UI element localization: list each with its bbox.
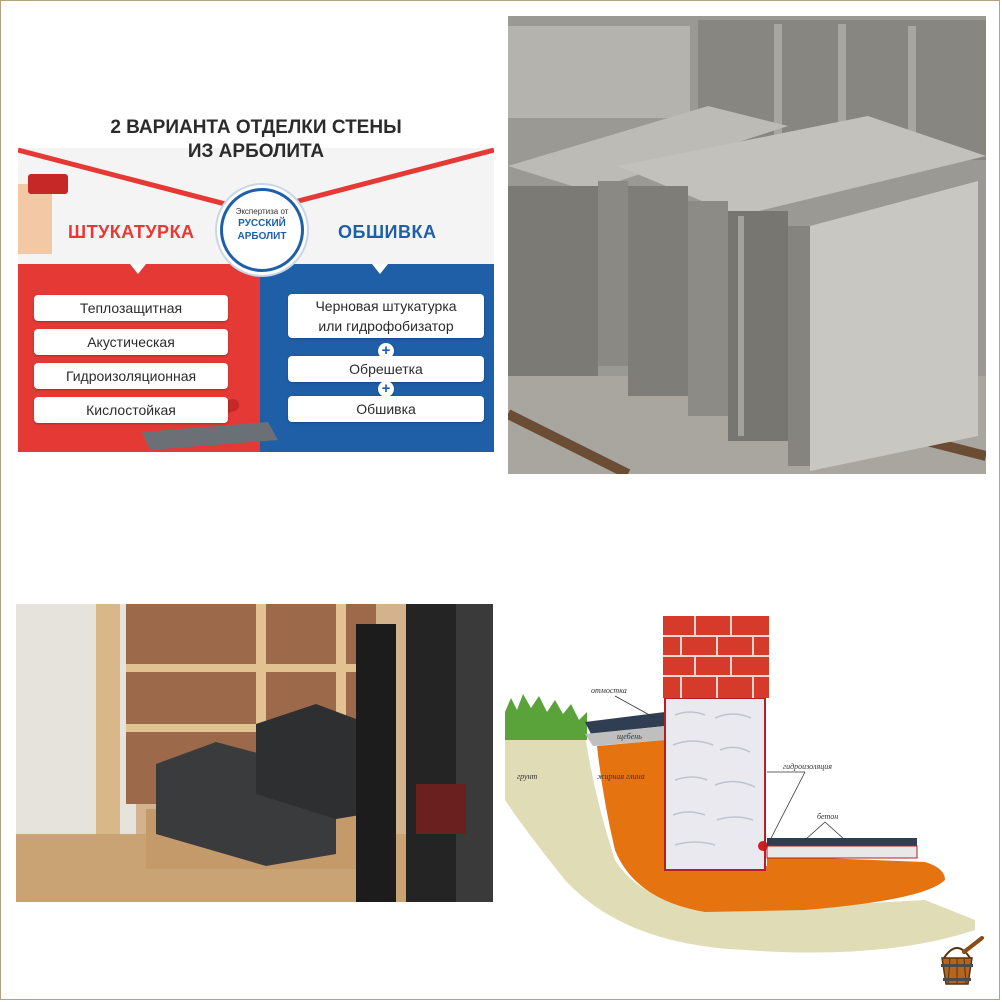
plus-icon: + xyxy=(378,343,394,359)
badge-brand-line-1: РУССКИЙ xyxy=(238,218,286,229)
label-blind-area: отмостка xyxy=(591,686,627,695)
hand-with-float-icon xyxy=(18,174,68,254)
cladding-item-base-coat-line-2: или гидрофобизатор xyxy=(318,318,454,334)
label-crushed-stone: щебень xyxy=(617,732,642,741)
badge-caption: Экспертиза от xyxy=(235,207,289,216)
foundation-cross-section xyxy=(505,616,975,953)
plaster-item-acid-resistant: Кислостойкая xyxy=(34,397,228,423)
arbolite-blocks-photo xyxy=(508,16,986,474)
badge-brand-line-2: АРБОЛИТ xyxy=(237,231,287,242)
sauna-bucket-icon xyxy=(941,936,984,985)
title-line-1: 2 ВАРИАНТА ОТДЕЛКИ СТЕНЫ xyxy=(110,117,402,138)
heading-plaster: ШТУКАТУРКА xyxy=(68,222,195,242)
heading-cladding: ОБШИВКА xyxy=(338,222,437,242)
forklift-blocks-photo xyxy=(16,604,493,902)
title-line-2: ИЗ АРБОЛИТА xyxy=(187,141,325,162)
label-clay: жирная глина xyxy=(597,772,645,781)
infographic-title: 2 ВАРИАНТА ОТДЕЛКИ СТЕНЫ ИЗ АРБОЛИТА xyxy=(18,116,494,164)
cladding-item-base-coat-line-1: Черновая штукатурка xyxy=(315,298,457,314)
expertise-badge: Экспертиза от РУССКИЙ АРБОЛИТ xyxy=(220,188,304,272)
forklift-illustration xyxy=(16,604,493,902)
plaster-item-acoustic: Акустическая xyxy=(34,329,228,355)
cladding-item-cladding: Обшивка xyxy=(288,396,484,422)
plaster-item-thermal: Теплозащитная xyxy=(34,295,228,321)
cladding-item-base-coat: Черновая штукатурка или гидрофобизатор xyxy=(288,294,484,338)
label-soil: грунт xyxy=(517,772,538,781)
cladding-item-lathing: Обрешетка xyxy=(288,356,484,382)
label-waterproofing: гидроизоляция xyxy=(783,762,832,771)
blocks-illustration xyxy=(508,16,986,474)
plaster-item-waterproof: Гидроизоляционная xyxy=(34,363,228,389)
label-concrete: бетон xyxy=(817,812,839,821)
plus-icon: + xyxy=(378,381,394,397)
finishing-infographic: 2 ВАРИАНТА ОТДЕЛКИ СТЕНЫ ИЗ АРБОЛИТА ШТУ… xyxy=(18,88,494,452)
foundation-diagram: отмостка щебень грунт жирная глина гидро… xyxy=(505,600,990,970)
